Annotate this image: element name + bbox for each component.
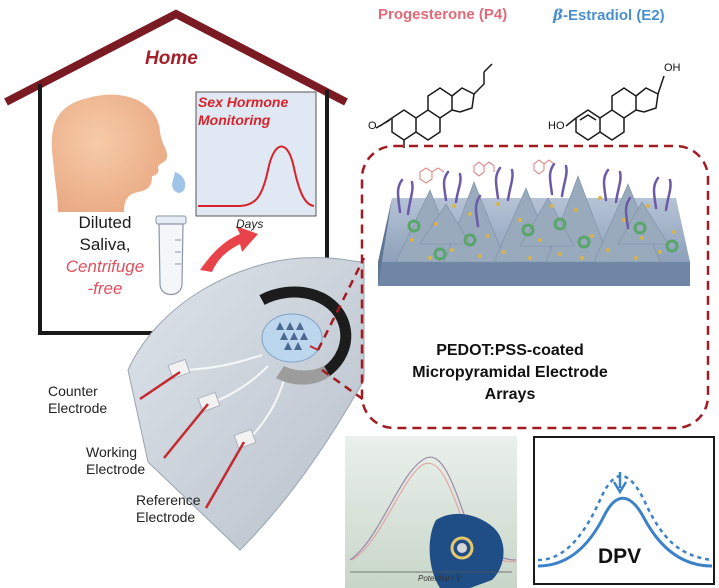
counter-electrode-label: Counter Electrode bbox=[48, 383, 108, 416]
leader-lines bbox=[139, 370, 246, 509]
estradiol-structure bbox=[565, 75, 665, 141]
face-silhouette bbox=[51, 94, 186, 212]
house-roof bbox=[4, 9, 348, 106]
dpv-panel bbox=[533, 436, 715, 585]
saliva-tube bbox=[155, 215, 187, 296]
dpv-label: DPV bbox=[598, 545, 642, 568]
red-arrow bbox=[200, 226, 258, 272]
estradiol-name: -Estradiol (E2) bbox=[562, 7, 665, 24]
chart-xlabel: Days bbox=[236, 217, 264, 231]
home-label: Home bbox=[145, 48, 198, 69]
saliva-line-3: Centrifuge bbox=[65, 257, 145, 276]
working-electrode-label: Working Electrode bbox=[86, 444, 146, 477]
estradiol-oh: OH bbox=[664, 62, 681, 74]
estradiol-title: β-Estradiol (E2) bbox=[553, 6, 665, 24]
sensor-chip bbox=[127, 257, 365, 551]
estradiol-ho: HO bbox=[548, 120, 565, 132]
saliva-caption: Diluted Saliva, Centrifuge -free bbox=[60, 212, 150, 300]
electrode-slab bbox=[378, 159, 690, 286]
saliva-line-4: -free bbox=[87, 279, 123, 298]
progesterone-structure bbox=[375, 63, 493, 148]
pedot-caption: PEDOT:PSS-coated Micropyramidal Electrod… bbox=[412, 342, 608, 403]
progesterone-oxygen: O bbox=[368, 120, 377, 132]
saliva-line-2: Saliva, bbox=[79, 235, 131, 254]
reference-electrode bbox=[276, 366, 330, 385]
photo-device bbox=[429, 513, 504, 588]
chart-title: Sex Hormone Monitoring bbox=[198, 94, 289, 128]
progesterone-title: Progesterone (P4) bbox=[378, 6, 508, 23]
device-photo bbox=[345, 436, 517, 588]
dpv-arrow bbox=[612, 472, 628, 495]
hormone-curve bbox=[198, 145, 315, 207]
reference-electrode-label: Reference Electrode bbox=[136, 492, 201, 525]
dpv-curve-after bbox=[537, 496, 713, 568]
counter-electrode-ring bbox=[259, 286, 352, 377]
zoom-callout bbox=[316, 144, 710, 430]
saliva-line-1: Diluted bbox=[78, 213, 132, 232]
monitoring-chart bbox=[195, 91, 317, 217]
micropyramid-grid bbox=[276, 322, 308, 350]
photo-axis-label: Potential / V bbox=[418, 574, 462, 583]
beta-symbol: β bbox=[553, 6, 563, 24]
